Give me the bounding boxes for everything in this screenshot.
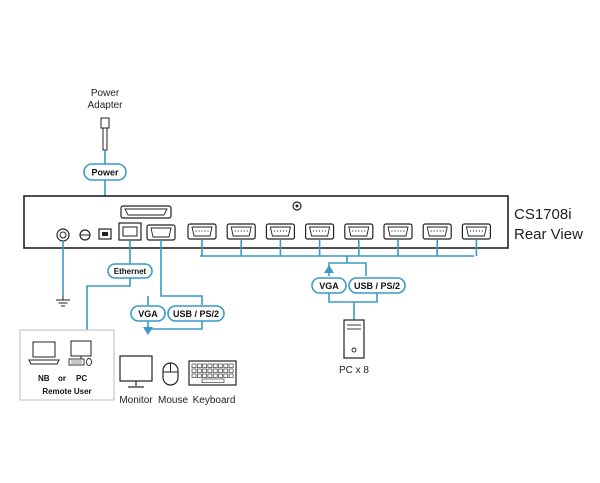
keyboard-key xyxy=(202,373,207,378)
pc-vga-tag-label: VGA xyxy=(319,281,339,291)
local-vga-tag: VGA xyxy=(130,305,166,322)
keyboard-key xyxy=(191,368,197,373)
pc-tower-icon xyxy=(343,319,365,359)
mouse-label: Mouse xyxy=(158,395,188,406)
chassis-screw-icon xyxy=(292,201,302,211)
keyboard-key xyxy=(202,368,207,373)
pc-monitor-icon xyxy=(68,340,92,366)
pc-usb-tag-label: USB / PS/2 xyxy=(354,281,400,291)
power-adapter: Power Adapter xyxy=(87,88,123,151)
keyboard-icon xyxy=(188,360,237,386)
keyboard-key xyxy=(207,373,213,378)
power-switch-icon xyxy=(79,229,91,241)
keyboard-key xyxy=(191,373,197,378)
local-usb-tag: USB / PS/2 xyxy=(167,305,225,322)
ethernet-cable xyxy=(86,240,131,330)
pc-port-icon xyxy=(344,223,374,240)
pc-label: PC xyxy=(76,374,87,383)
keyboard-key xyxy=(228,363,234,368)
pc-port-icon xyxy=(422,223,452,240)
keyboard-key xyxy=(207,363,213,368)
keyboard-key xyxy=(197,363,202,368)
chaining-connector-icon xyxy=(120,205,172,219)
device-model-label: CS1708i xyxy=(514,206,572,223)
keyboard-key xyxy=(218,363,223,368)
keyboard-key xyxy=(223,373,229,378)
pc-up-arrow-icon xyxy=(324,265,334,273)
notebook-icon xyxy=(28,341,60,365)
keyboard-key xyxy=(197,373,202,378)
power-tag-label: Power xyxy=(91,168,119,178)
keyboard-key xyxy=(212,373,218,378)
keyboard-key xyxy=(228,373,234,378)
usb-to-arrow-line xyxy=(148,321,203,330)
power-adapter-label-line2: Adapter xyxy=(87,100,123,111)
pc-port-icon xyxy=(383,223,413,240)
mouse-icon xyxy=(162,362,179,386)
power-adapter-cord-icon xyxy=(102,127,108,151)
monitor-icon xyxy=(119,355,153,388)
pc-port-icon xyxy=(187,223,217,240)
power-adapter-label-line1: Power xyxy=(91,88,120,99)
pc-tags-join xyxy=(328,293,378,303)
ethernet-tag: Ethernet xyxy=(107,263,153,279)
keyboard-key xyxy=(223,363,229,368)
pc-port-icon xyxy=(305,223,335,240)
keyboard-key xyxy=(202,363,207,368)
keyboard-key xyxy=(218,368,223,373)
ground-terminal-icon xyxy=(56,228,70,242)
keyboard-key xyxy=(228,368,234,373)
power-adapter-plug-icon xyxy=(100,117,110,129)
pc-bus-split xyxy=(328,262,367,276)
ground-symbol-icon xyxy=(56,296,70,307)
keyboard-key xyxy=(212,368,218,373)
keyboard-key xyxy=(223,368,229,373)
keyboard-label: Keyboard xyxy=(193,395,236,406)
kvm-chassis xyxy=(23,195,509,249)
pc-count-label: PC x 8 xyxy=(339,365,369,376)
keyboard-key xyxy=(218,373,223,378)
ethernet-port-icon xyxy=(118,222,142,241)
remote-user-box: NB or PC Remote User xyxy=(19,329,115,401)
power-tag: Power xyxy=(83,163,127,181)
keyboard-spacebar xyxy=(201,378,225,383)
console-port-icon xyxy=(146,224,176,241)
keyboard-key xyxy=(191,363,197,368)
pc-port-icon xyxy=(265,223,295,240)
monitor-label: Monitor xyxy=(119,395,153,406)
device-view-label: Rear View xyxy=(514,226,583,243)
ethernet-tag-label: Ethernet xyxy=(114,267,147,276)
pc-port-icon xyxy=(226,223,256,240)
local-vga-tag-label: VGA xyxy=(138,309,158,319)
local-usb-tag-label: USB / PS/2 xyxy=(173,309,219,319)
power-socket-icon xyxy=(98,228,112,240)
keyboard-key xyxy=(212,363,218,368)
remote-user-label: Remote User xyxy=(42,387,91,396)
keyboard-key xyxy=(207,368,213,373)
pc-port-drops xyxy=(201,239,478,256)
pc-vga-tag: VGA xyxy=(311,277,347,294)
keyboard-key xyxy=(197,368,202,373)
pc-usb-tag: USB / PS/2 xyxy=(348,277,406,294)
or-label: or xyxy=(58,374,66,383)
console-cable xyxy=(160,240,203,305)
pc-port-icon xyxy=(461,223,491,240)
nb-label: NB xyxy=(38,374,50,383)
